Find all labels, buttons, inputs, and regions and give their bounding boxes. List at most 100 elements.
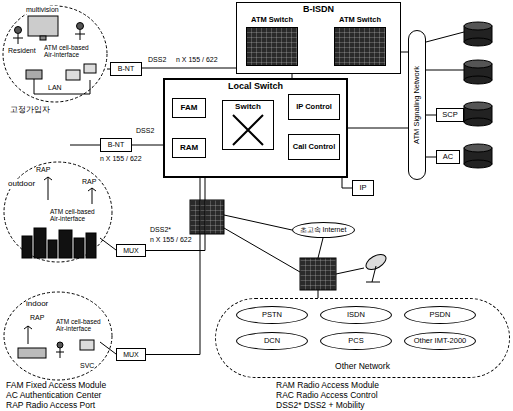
- outdoor-region: [44, 177, 52, 200]
- signaling-network-band: ATM Signaling Network: [408, 30, 426, 180]
- connector: [426, 115, 436, 116]
- resident-region: [34, 79, 90, 94]
- interface-label: DSS2: [148, 56, 166, 64]
- connector: [426, 157, 436, 158]
- connector: [348, 128, 408, 129]
- network-ellipse: ISDN: [320, 306, 392, 324]
- ip-box-text: IP: [359, 184, 366, 192]
- subscriber-label: 고정가입자: [10, 106, 50, 115]
- control-box: Call Control: [288, 134, 340, 160]
- rate-label: n X 155 / 622: [150, 236, 192, 244]
- switch-grid: [247, 28, 298, 66]
- atm-switch: ATM Switch: [246, 16, 298, 66]
- network-link: [426, 70, 464, 71]
- control-box: IP Control: [288, 94, 340, 120]
- network-ellipse: DCN: [236, 332, 308, 350]
- outdoor-region: [88, 188, 96, 204]
- module-box: RAM: [172, 138, 206, 158]
- network-ellipse-text: DCN: [264, 337, 280, 345]
- terminal-box-text: B-NT: [118, 65, 134, 73]
- connector: [401, 52, 408, 53]
- network-link: [336, 268, 364, 274]
- resident-region: [40, 36, 46, 40]
- terminal-box: B-NT: [100, 138, 132, 152]
- network-ellipse-text: PCS: [348, 337, 363, 345]
- database-cylinder: [464, 160, 492, 168]
- atm-switch-text: ATM Switch: [338, 16, 382, 24]
- resident-region: [84, 64, 96, 73]
- mux-box-text: MUX: [123, 247, 139, 255]
- outdoor-region: [4, 162, 112, 262]
- network-link: [224, 228, 300, 272]
- resident-region: [3, 6, 107, 102]
- outdoor-region: [22, 236, 32, 258]
- legend-entry: RAP Radio Access Port: [6, 401, 95, 410]
- network-link: [224, 215, 292, 230]
- connector: [142, 68, 236, 69]
- interface-label: DSS2: [136, 127, 154, 135]
- port-label: RAP: [82, 178, 96, 186]
- port-label: RAP: [30, 314, 44, 322]
- network-ellipse-text: PSTN: [262, 311, 282, 319]
- signaling-network-band-text: ATM Signaling Network: [413, 66, 421, 144]
- database-cylinder: [464, 102, 492, 110]
- outdoor-region: [48, 240, 57, 258]
- legend-entry: AC Authentication Center: [6, 391, 101, 400]
- terminal-box-text: B-NT: [108, 141, 124, 149]
- ac-box-text: AC: [443, 153, 453, 161]
- area-label: Resident: [8, 47, 36, 55]
- port-label: RAP: [36, 166, 50, 174]
- resident-region: [28, 16, 58, 36]
- network-box-text: B-ISDN: [303, 5, 334, 15]
- atm-switch: ATM Switch: [334, 16, 386, 66]
- switch-box-text: Switch: [235, 103, 261, 112]
- mux-box: MUX: [116, 244, 146, 257]
- resident-region: [26, 70, 42, 79]
- mux-box: MUX: [116, 348, 146, 361]
- database-cylinder: [464, 38, 492, 46]
- network-ellipse-text: ISDN: [347, 311, 365, 319]
- network-ellipse: PSDN: [404, 306, 476, 324]
- network-ellipse-text: PSDN: [430, 311, 451, 319]
- resident-region: [13, 34, 23, 44]
- indoor-region: [100, 342, 116, 354]
- satellite-dish: [363, 251, 388, 272]
- connector: [342, 178, 352, 188]
- internet-cloud: 초고속 Internet: [292, 222, 355, 238]
- resident-region: [15, 27, 22, 34]
- indoor-region: [57, 342, 63, 348]
- indoor-region: [18, 348, 46, 358]
- module-box-text: FAM: [181, 104, 198, 113]
- legend-entry: RAC Radio Access Control: [276, 391, 378, 400]
- switch-cross: [233, 115, 263, 145]
- resident-region: [75, 30, 85, 40]
- resident-region: [66, 70, 80, 80]
- indoor-region: [4, 292, 116, 380]
- network-ellipse: PCS: [320, 332, 392, 350]
- internet-cloud-text: 초고속 Internet: [300, 226, 347, 234]
- connector: [132, 145, 163, 146]
- outdoor-region: [70, 145, 100, 146]
- atm-switch-symbol: [300, 258, 336, 290]
- indoor-region: [56, 348, 64, 358]
- rate-label: n X 155 / 622: [100, 155, 142, 163]
- atm-switch-text: ATM Switch: [250, 16, 294, 24]
- connector: [146, 178, 205, 251]
- database-cylinder: [464, 22, 492, 168]
- atm-switch-symbol: [190, 200, 224, 234]
- network-ellipse: Other IMT-2000: [404, 332, 476, 350]
- ip-box: IP: [352, 180, 374, 196]
- area-label: outdoor: [8, 180, 35, 189]
- switch-grid: [246, 27, 298, 66]
- atm-switch-symbol: [190, 200, 336, 290]
- network-region: Other NetworkPSTNISDNPSDNDCNPCSOther IMT…: [215, 298, 510, 378]
- satellite-dish: [363, 251, 388, 282]
- air-interface-label: ATM cell-based Air-interface: [50, 208, 102, 222]
- indoor-region: [4, 292, 112, 380]
- outdoor-region: [74, 238, 84, 258]
- outdoor-region: [86, 233, 96, 258]
- indoor-region: [80, 340, 94, 350]
- satellite-dish: [366, 266, 380, 282]
- switch-grid: [334, 27, 386, 66]
- database-cylinder: [464, 118, 492, 126]
